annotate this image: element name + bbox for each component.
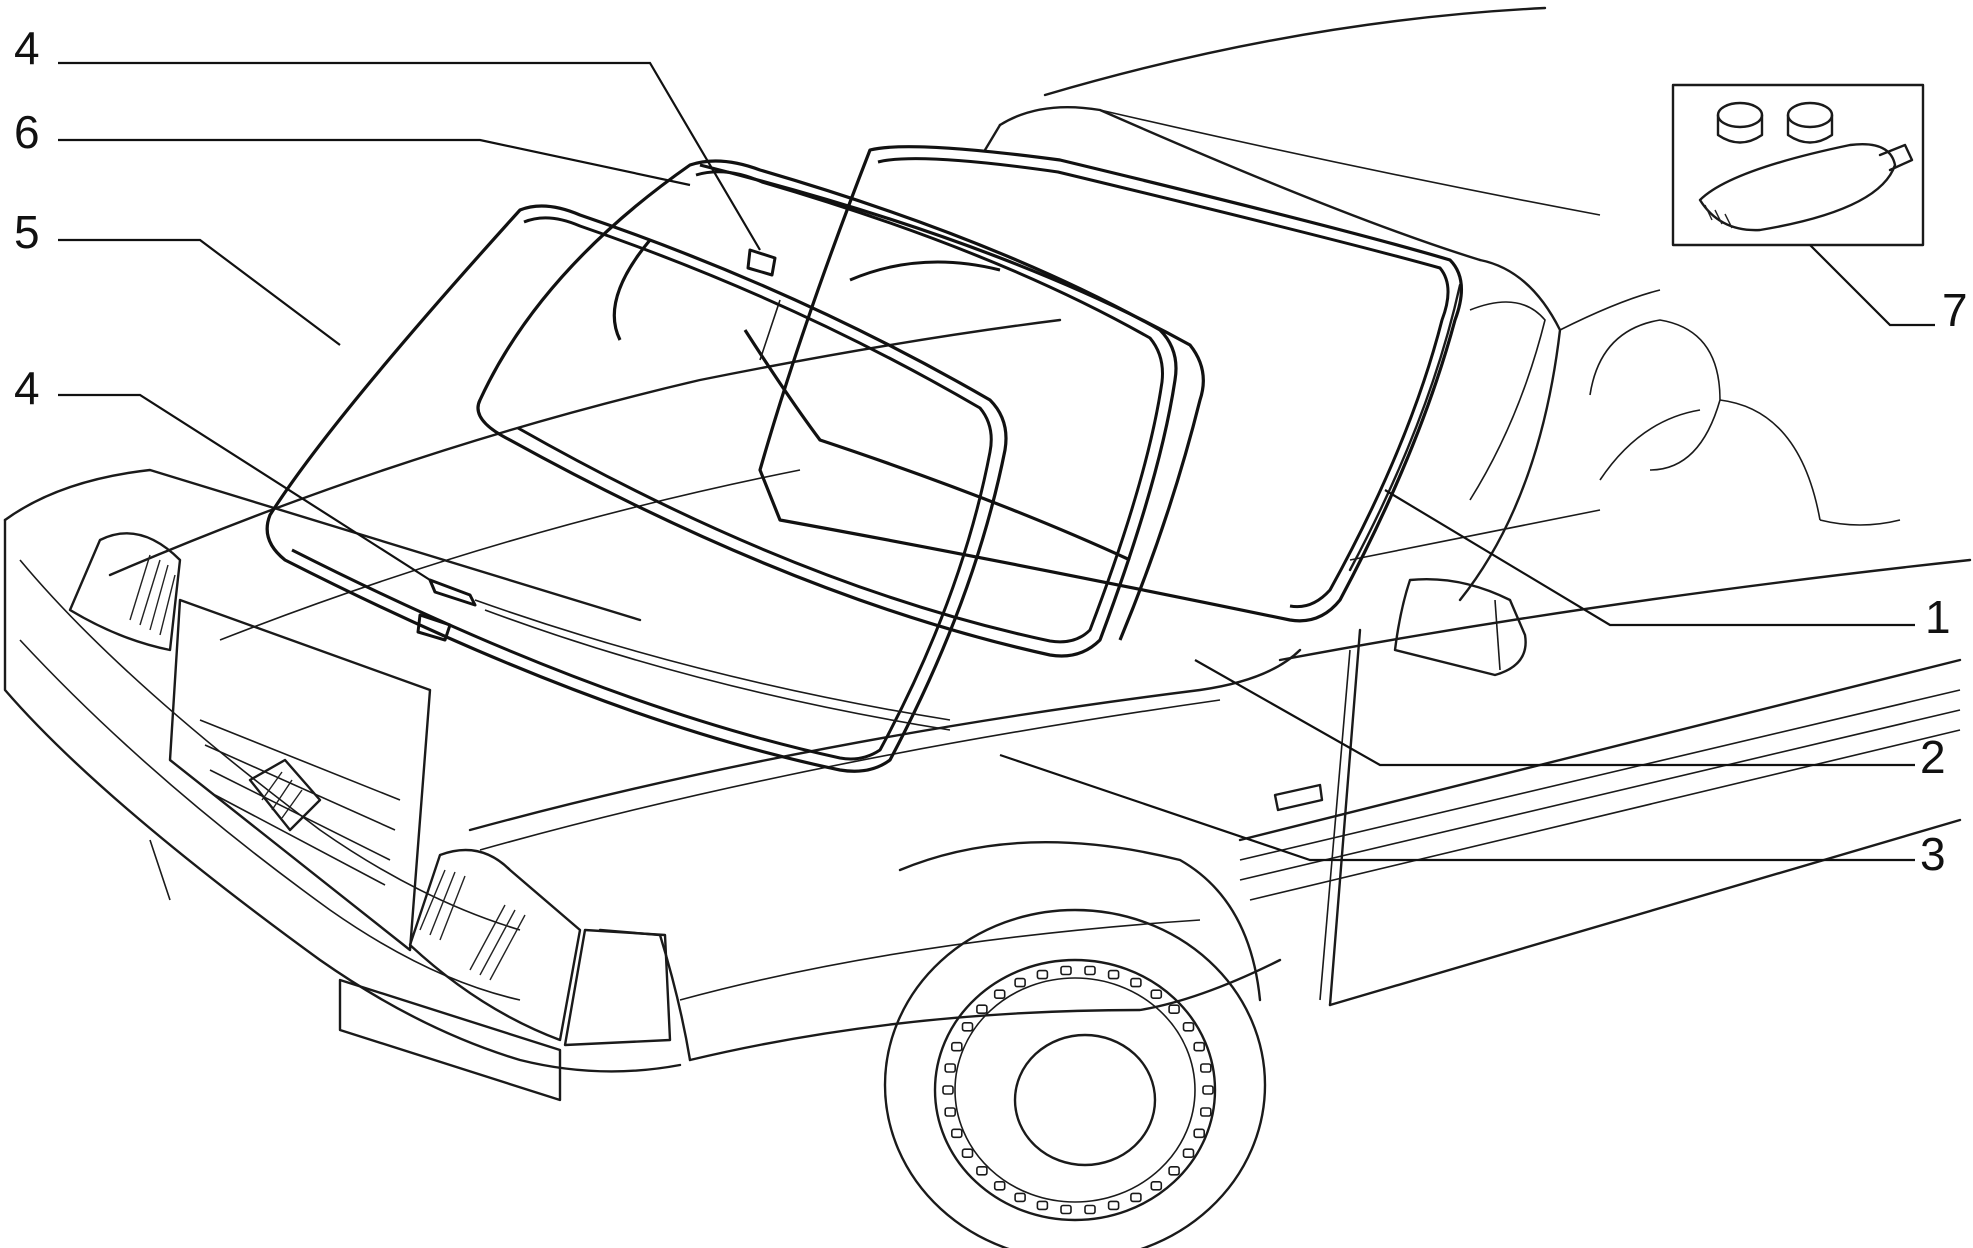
wheel-trim-slot bbox=[944, 1107, 957, 1117]
wheel-trim-slot bbox=[1060, 1204, 1072, 1215]
leader-4-top bbox=[58, 61, 761, 251]
wheel-trim-slot bbox=[1130, 977, 1142, 988]
outer-seal-frame bbox=[265, 204, 1008, 773]
callout-5: 5 bbox=[14, 206, 40, 258]
wheel-trim-slot bbox=[1193, 1128, 1205, 1139]
wheel-trim-slot bbox=[1182, 1148, 1195, 1158]
wheel-trim-slot bbox=[1014, 1192, 1026, 1203]
wheel-trim-slot bbox=[1202, 1085, 1214, 1095]
rear-screen-seal bbox=[758, 145, 1464, 623]
wheel-trim-slot bbox=[1200, 1107, 1212, 1117]
wheel-trim-slot bbox=[942, 1085, 954, 1095]
wheel-trim-slot bbox=[1036, 969, 1049, 980]
callout-3: 3 bbox=[1920, 828, 1946, 880]
wheel-trim-slot bbox=[1084, 965, 1096, 976]
windscreen-seal bbox=[476, 159, 1178, 658]
leader-6 bbox=[58, 138, 691, 187]
callout-7: 7 bbox=[1942, 284, 1968, 336]
car-body bbox=[3, 6, 1972, 1102]
leader-2 bbox=[1194, 659, 1915, 767]
wheel-trim-slot bbox=[1193, 1041, 1205, 1052]
wheel-trim-slot bbox=[1200, 1063, 1212, 1073]
callout-6: 6 bbox=[14, 106, 40, 158]
wheel-trim-slot bbox=[1060, 965, 1072, 976]
wheel-trim-slot bbox=[1130, 1192, 1142, 1203]
wheel-trim-slot bbox=[950, 1041, 963, 1052]
wheel-trim-slot bbox=[961, 1021, 974, 1032]
wheel-trim-slot bbox=[1182, 1021, 1195, 1032]
leader-7 bbox=[1809, 244, 1935, 327]
wheel-trim-slot bbox=[1168, 1004, 1180, 1015]
wheel-trim-slot bbox=[950, 1128, 963, 1139]
wheel-trim-slot bbox=[976, 1166, 988, 1176]
wheel-trim-slot bbox=[1107, 1200, 1120, 1211]
leader-lines bbox=[58, 61, 1935, 862]
callouts: 4 6 5 4 7 1 2 3 bbox=[14, 22, 1968, 880]
wheel-trim-slot bbox=[1150, 989, 1163, 1000]
callout-4-top: 4 bbox=[14, 22, 40, 74]
trim-clip bbox=[416, 248, 951, 731]
leader-5 bbox=[58, 238, 341, 346]
callout-2: 2 bbox=[1920, 731, 1946, 783]
wheel-trim-slot bbox=[976, 1004, 988, 1015]
callout-1: 1 bbox=[1925, 591, 1951, 643]
leader-3 bbox=[999, 753, 1915, 862]
wheel-trim-slot bbox=[1168, 1166, 1180, 1176]
wheel-trim-slot bbox=[993, 1181, 1006, 1191]
wheel-trim-slot bbox=[1107, 969, 1120, 980]
wheel-trim-slot bbox=[1084, 1204, 1096, 1215]
wheel-trim-slot bbox=[961, 1148, 974, 1158]
front-wheel bbox=[883, 841, 1267, 1248]
windscreen-glass bbox=[612, 163, 1205, 641]
wheel-trim-slot bbox=[1014, 977, 1026, 988]
wheel-trim-slot bbox=[944, 1063, 957, 1073]
wheel-trim-slot bbox=[1150, 1181, 1163, 1191]
leader-1 bbox=[1384, 489, 1915, 627]
adhesive-kit-box bbox=[1671, 83, 1925, 247]
wheel-trim-slot bbox=[1036, 1200, 1049, 1211]
callout-4-left: 4 bbox=[14, 362, 40, 414]
leader-4-left bbox=[58, 393, 431, 581]
wheel-trim-slot bbox=[993, 989, 1006, 1000]
